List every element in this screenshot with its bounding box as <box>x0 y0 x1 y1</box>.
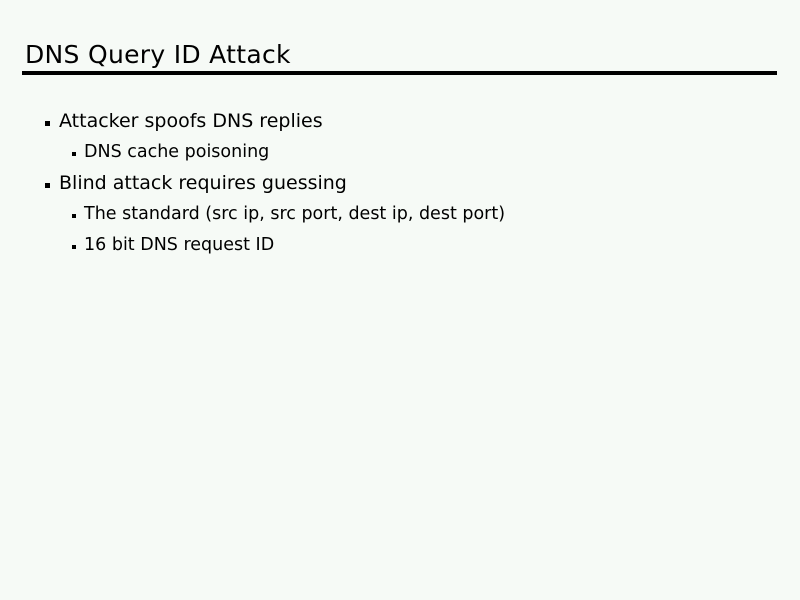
list-item-label: DNS cache poisoning <box>84 142 270 162</box>
square-bullet-icon <box>72 152 76 156</box>
square-bullet-icon <box>45 121 50 126</box>
list-item: Blind attack requires guessing <box>0 170 800 201</box>
list-item-label: The standard (src ip, src port, dest ip,… <box>84 204 506 224</box>
list-item-label: Attacker spoofs DNS replies <box>59 110 323 132</box>
list-item: DNS cache poisoning <box>0 139 800 170</box>
list-item: Attacker spoofs DNS replies <box>0 108 800 139</box>
slide-body-bullet-list: Attacker spoofs DNS replies DNS cache po… <box>0 108 800 263</box>
square-bullet-icon <box>72 245 76 249</box>
page-title: DNS Query ID Attack <box>25 40 291 69</box>
list-item: 16 bit DNS request ID <box>0 232 800 263</box>
list-item: The standard (src ip, src port, dest ip,… <box>0 201 800 232</box>
title-underline-rule <box>22 71 777 75</box>
square-bullet-icon <box>45 183 50 188</box>
square-bullet-icon <box>72 214 76 218</box>
list-item-label: Blind attack requires guessing <box>59 172 347 194</box>
list-item-label: 16 bit DNS request ID <box>84 235 275 255</box>
